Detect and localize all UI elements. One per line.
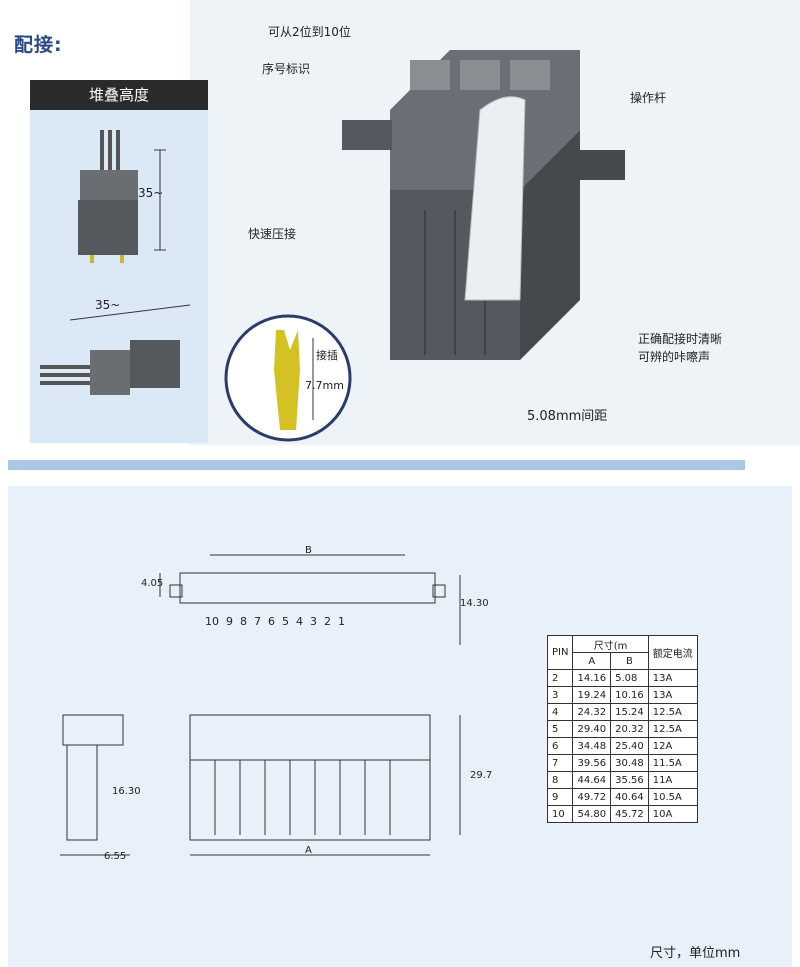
cell-a: 44.64: [572, 771, 612, 789]
cell-a: 39.56: [572, 754, 612, 772]
section-separator: [8, 460, 745, 470]
cell-b: 30.48: [610, 754, 649, 772]
pin-number: 5: [282, 615, 289, 628]
contact-detail: [224, 314, 352, 442]
cell-b: 5.08: [610, 669, 649, 687]
label-a: A: [305, 845, 312, 856]
cell-a: 14.16: [572, 669, 612, 687]
stack-dim-horizontal: 35~: [95, 298, 121, 312]
pin-number: 9: [226, 615, 233, 628]
callout-click-2: 可辨的咔嚓声: [638, 350, 711, 364]
pin-number: 7: [254, 615, 261, 628]
cell-a: 54.80: [572, 805, 612, 823]
cell-pin: 6: [546, 737, 574, 755]
cell-b: 35.56: [610, 771, 649, 789]
cell-pin: 5: [546, 720, 574, 738]
callout-seq-mark: 序号标识: [262, 62, 311, 76]
stack-dim-vertical: 35~: [138, 186, 164, 200]
pin-number: 1: [338, 615, 345, 628]
front-view-drawing: [189, 714, 461, 856]
stack-illustration: [40, 130, 191, 395]
callout-positions: 可从2位到10位: [268, 25, 351, 39]
cell-a: 49.72: [572, 788, 612, 806]
label-b: B: [305, 545, 312, 556]
cell-current: 13A: [647, 669, 698, 687]
pin-number: 2: [324, 615, 331, 628]
header-size: 尺寸(m: [572, 635, 649, 653]
cell-pin: 4: [546, 703, 574, 721]
top-view-drawing: [159, 554, 461, 645]
cell-pin: 3: [546, 686, 574, 704]
callout-pitch: 5.08mm间距: [527, 409, 608, 424]
cell-pin: 9: [546, 788, 574, 806]
cell-b: 15.24: [610, 703, 649, 721]
pin-number: 4: [296, 615, 303, 628]
callout-lever: 操作杆: [630, 91, 667, 105]
cell-current: 10A: [647, 805, 698, 823]
pin-number-row: 10 9 8 7 6 5 4 3 2 1: [205, 615, 415, 628]
units-footer: 尺寸，单位mm: [650, 946, 741, 961]
cell-b: 25.40: [610, 737, 649, 755]
cell-current: 13A: [647, 686, 698, 704]
cell-b: 40.64: [610, 788, 649, 806]
page-title: 配接:: [14, 34, 63, 56]
stack-height-header: 堆叠高度: [30, 80, 208, 110]
header-a: A: [572, 652, 612, 670]
cell-current: 10.5A: [647, 788, 698, 806]
cell-b: 45.72: [610, 805, 649, 823]
pin-number: 6: [268, 615, 275, 628]
insert-value: 7.7mm: [305, 379, 344, 392]
cell-current: 12.5A: [647, 720, 698, 738]
callout-click-1: 正确配接时清晰: [638, 332, 723, 346]
connector-illustration: [342, 50, 625, 360]
cell-current: 12.5A: [647, 703, 698, 721]
cell-a: 34.48: [572, 737, 612, 755]
cell-current: 11.5A: [647, 754, 698, 772]
callout-quick-crimp: 快速压接: [248, 227, 297, 241]
pin-number: 3: [310, 615, 317, 628]
cell-b: 10.16: [610, 686, 649, 704]
dim-297: 29.7: [470, 770, 493, 781]
cell-a: 19.24: [572, 686, 612, 704]
dim-405: 4.05: [141, 578, 164, 589]
pin-number: 10: [205, 615, 219, 628]
cell-pin: 2: [546, 669, 574, 687]
header-current: 额定电流: [647, 635, 698, 670]
side-view-drawing: [60, 714, 130, 856]
dim-1630: 16.30: [112, 786, 141, 797]
header-pin: PIN: [546, 635, 574, 670]
cell-a: 29.40: [572, 720, 612, 738]
header-b: B: [610, 652, 649, 670]
cell-current: 12A: [647, 737, 698, 755]
cell-a: 24.32: [572, 703, 612, 721]
dim-655: 6.55: [104, 851, 127, 862]
insert-label: 接插: [316, 349, 338, 362]
cell-pin: 7: [546, 754, 574, 772]
cell-current: 11A: [647, 771, 698, 789]
pin-number: 8: [240, 615, 247, 628]
cell-pin: 8: [546, 771, 574, 789]
dim-1430: 14.30: [460, 598, 489, 609]
cell-b: 20.32: [610, 720, 649, 738]
cell-pin: 10: [546, 805, 574, 823]
